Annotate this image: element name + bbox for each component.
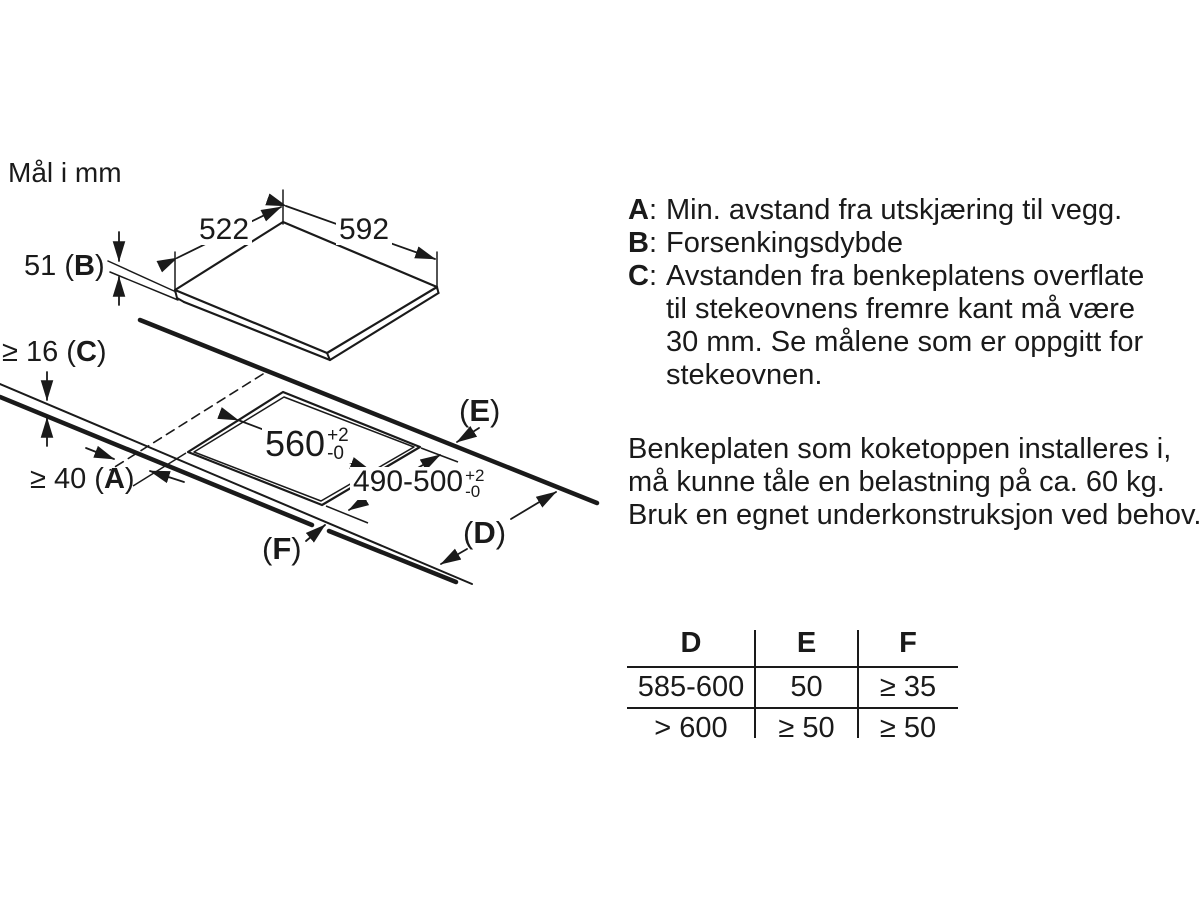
table-cell: ≥ 50 [879,712,937,744]
callout-d-label: (D) [463,515,507,550]
legend: A: Min. avstand fra utskjæring til vegg.… [628,194,1198,392]
legend-item-a: A: Min. avstand fra utskjæring til vegg. [628,194,1123,226]
dim-c-label: ≥ 16 (C) [2,336,107,368]
legend-key-c: C: [628,260,658,292]
callout-arrows [305,426,557,565]
table-header-f: F [858,620,958,668]
table-divider [857,630,859,738]
table-header-d: D [627,620,755,668]
table-cell: > 600 [654,712,728,744]
dim-592-label: 592 [336,215,393,245]
legend-item-c: C: Avstanden fra benkeplatens overflate … [628,260,1145,391]
legend-item-b: B: Forsenkingsdybde [628,227,903,259]
dim-cutout-width-label: 560 +2-0 [262,426,352,463]
dim-a-label: ≥ 40 (A) [30,463,135,495]
table-cell: ≥ 35 [858,668,958,709]
table-cell: ≥ 50 [778,712,835,744]
callout-f-label: (F) [262,531,302,566]
legend-key-a: A: [628,194,658,226]
dimension-table: D E F 585-600 50 ≥ 35 > 600 ≥ 50 ≥ 50 [627,620,958,748]
table-cell: 50 [755,668,858,709]
dim-cutout-depth-label: 490-500 +2-0 [350,467,488,500]
table-divider [754,630,756,738]
table-cell: 585-600 [627,668,755,709]
dim-b-label: 51 (B) [24,250,105,282]
load-note: Benkeplaten som koketoppen installeres i… [628,433,1200,531]
page-title: Mål i mm [8,157,122,188]
table-header-e: E [755,620,858,668]
dim-522-label: 522 [196,215,253,245]
legend-key-b: B: [628,227,658,259]
callout-e-label: (E) [459,393,501,428]
